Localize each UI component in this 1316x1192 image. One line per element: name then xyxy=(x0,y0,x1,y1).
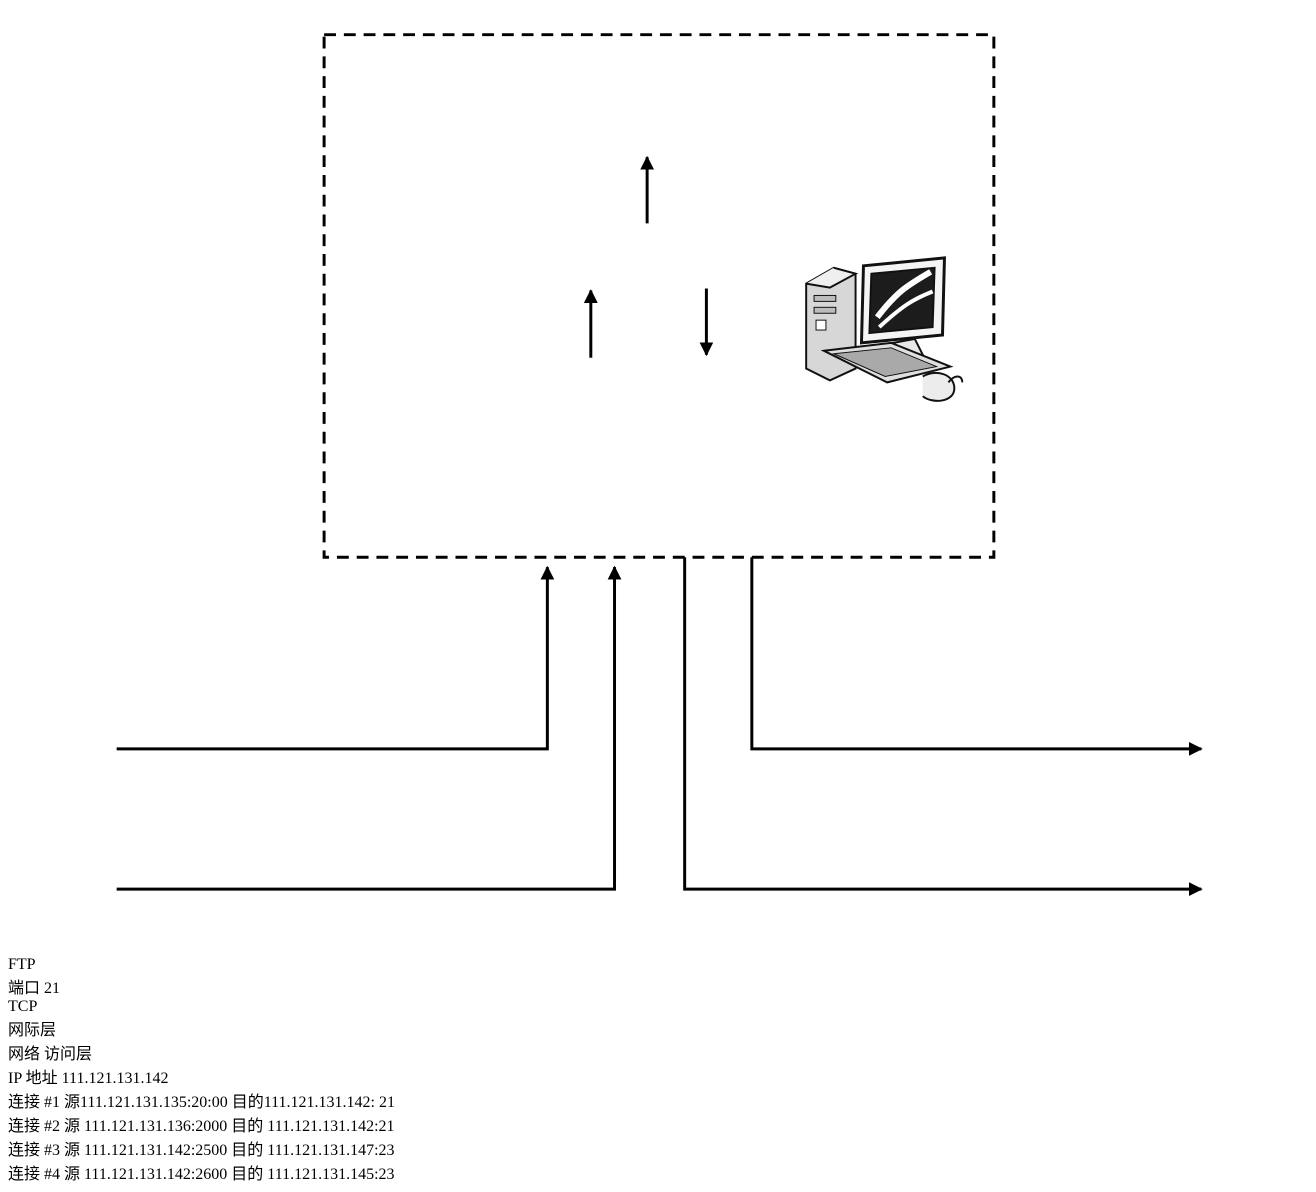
connection-4-source: 源 111.121.131.142:2600 xyxy=(64,1166,228,1184)
ip-address: 111.121.131.142 xyxy=(61,1070,169,1088)
port-label: 端口 21 xyxy=(8,980,61,998)
computer-icon xyxy=(805,256,964,402)
connection-2-title: 连接 #2 xyxy=(8,1118,61,1136)
connection-4-title: 连接 #4 xyxy=(8,1166,61,1184)
ip-label: IP 地址 xyxy=(8,1070,58,1088)
connection-4: 连接 #4 源 111.121.131.142:2600 目的 111.121.… xyxy=(8,1160,1308,1184)
ftp-layer: FTP xyxy=(8,956,1308,974)
connection-1-title: 连接 #1 xyxy=(8,1094,61,1112)
connection-1: 连接 #1 源111.121.131.135:20:00 目的111.121.1… xyxy=(8,1088,1308,1112)
network-access-layer: 网络 访问层 xyxy=(8,1040,1308,1064)
connection-3-destination: 目的 111.121.131.147:23 xyxy=(231,1142,395,1160)
connection-2-line xyxy=(116,565,622,891)
host-ip-label: IP 地址 111.121.131.142 xyxy=(8,1064,1308,1088)
network-access-line-1: 网络 xyxy=(8,1046,41,1064)
connection-1-destination: 目的111.121.131.142: 21 xyxy=(231,1094,395,1112)
connection-4-destination: 目的 111.121.131.145:23 xyxy=(231,1166,395,1184)
connection-1-line xyxy=(116,565,555,751)
connection-3-line xyxy=(750,557,1203,756)
diagram-canvas: FTP 端口 21 TCP 网际层 网络 访问层 IP 地址 111.121.1… xyxy=(8,8,1308,1184)
connection-4-line xyxy=(683,557,1203,897)
network-stack-box: 网际层 网络 访问层 xyxy=(8,1016,1308,1064)
network-access-line-2: 访问层 xyxy=(44,1046,93,1064)
tcp-label: TCP xyxy=(8,998,38,1016)
ftp-label: FTP xyxy=(8,956,36,974)
connection-3-title: 连接 #3 xyxy=(8,1142,61,1160)
tcp-layer: TCP xyxy=(8,998,1308,1016)
connection-2-destination: 目的 111.121.131.142:21 xyxy=(231,1118,395,1136)
host-boundary xyxy=(322,33,996,559)
internet-layer-label: 网际层 xyxy=(8,1022,57,1040)
connection-1-source: 源111.121.131.135:20:00 xyxy=(64,1094,228,1112)
internet-layer: 网际层 xyxy=(8,1016,1308,1040)
connection-2: 连接 #2 源 111.121.131.136:2000 目的 111.121.… xyxy=(8,1112,1308,1136)
connection-3-source: 源 111.121.131.142:2500 xyxy=(64,1142,228,1160)
connection-2-source: 源 111.121.131.136:2000 xyxy=(64,1118,228,1136)
connection-3: 连接 #3 源 111.121.131.142:2500 目的 111.121.… xyxy=(8,1136,1308,1160)
diagram-lines xyxy=(116,33,1203,897)
